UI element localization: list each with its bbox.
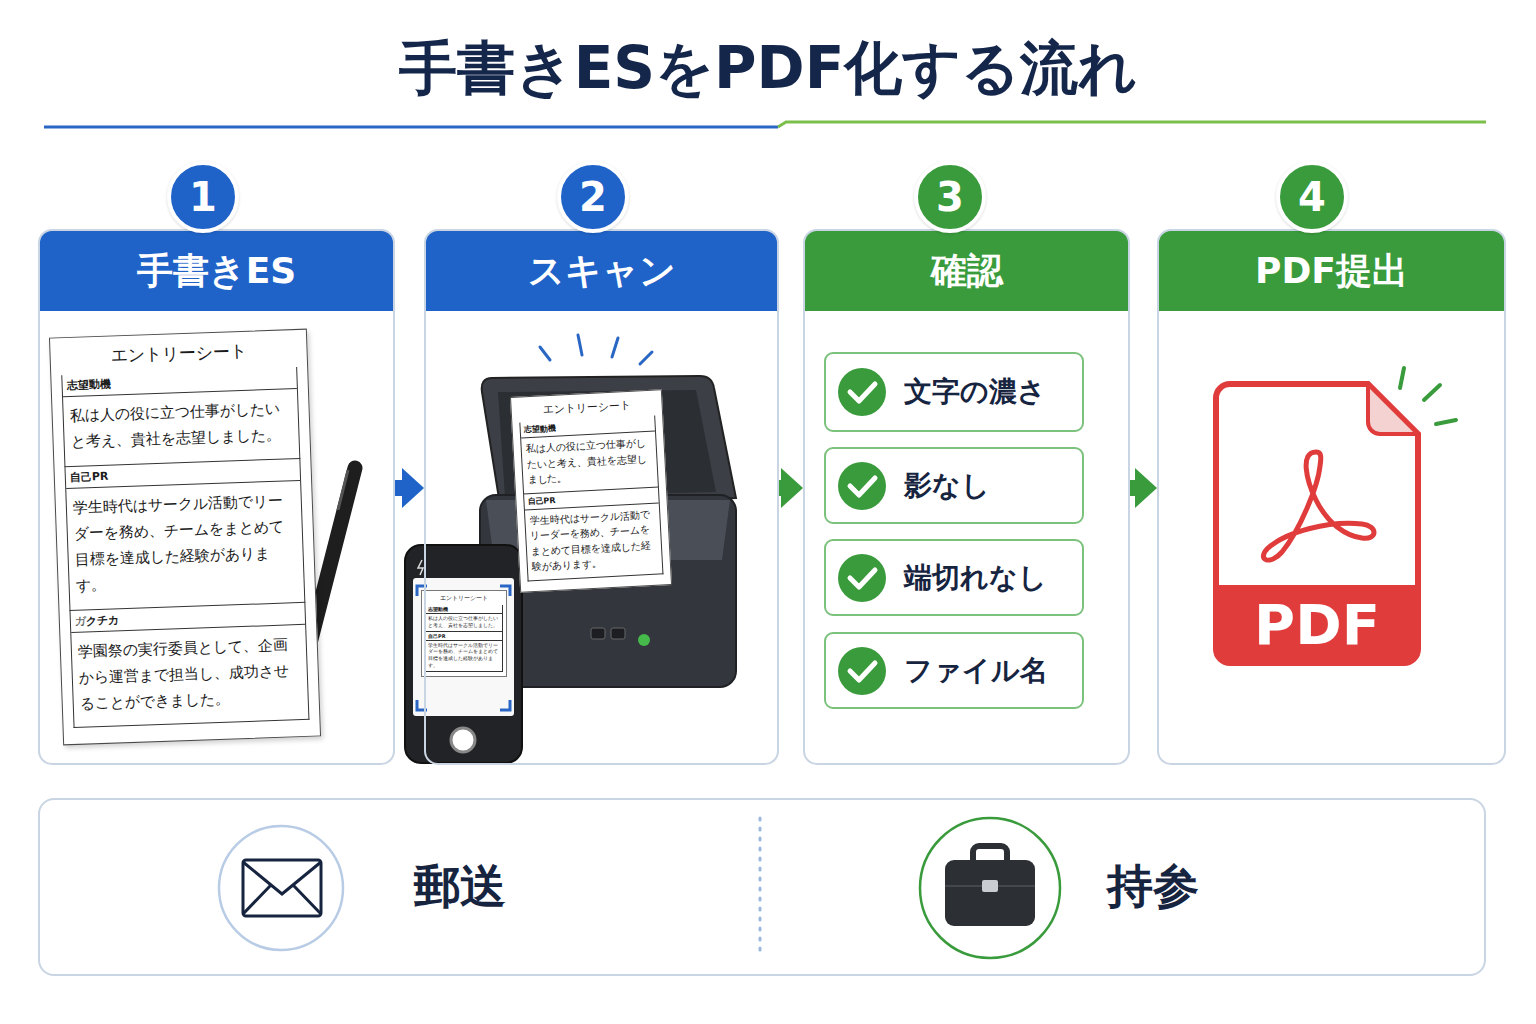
step-number: 2	[557, 161, 629, 233]
arrow-shaft	[395, 480, 402, 496]
step-heading: PDF提出	[1159, 231, 1504, 311]
step-number: 3	[914, 161, 986, 233]
flow-arrow	[779, 468, 803, 508]
diagram-title: 手書きESをPDF化する流れ	[0, 28, 1536, 108]
divider-line	[759, 818, 762, 958]
step-number: 1	[167, 161, 239, 233]
step-number-text: 2	[579, 177, 607, 217]
briefcase-icon	[920, 818, 1060, 958]
check-item: ファイル名	[824, 632, 1084, 709]
rule-blue	[44, 126, 778, 129]
delivery-label: 持参	[1107, 800, 1199, 974]
step-number-text: 4	[1298, 177, 1326, 217]
check-label: ファイル名	[904, 652, 1048, 690]
check-item: 文字の濃さ	[824, 352, 1084, 432]
step-column: 確認文字の濃さ影なし端切れなしファイル名	[803, 229, 1130, 765]
step-column: スキャン	[424, 229, 779, 765]
arrow-shaft	[779, 480, 781, 496]
step-heading: 手書きES	[40, 231, 393, 311]
arrow-head	[781, 468, 803, 508]
check-item: 端切れなし	[824, 539, 1084, 616]
check-label: 文字の濃さ	[904, 373, 1046, 411]
step-number-text: 3	[936, 177, 964, 217]
arrow-shaft	[1130, 480, 1135, 496]
step-heading: スキャン	[426, 231, 777, 311]
rule-green	[778, 122, 1486, 127]
flow-arrow	[1130, 468, 1157, 508]
mail-icon	[219, 826, 343, 950]
step-column: 手書きES	[38, 229, 395, 765]
check-label: 影なし	[904, 467, 990, 505]
arrow-head	[402, 468, 424, 508]
flow-arrow	[395, 468, 424, 508]
check-item: 影なし	[824, 447, 1084, 524]
step-heading: 確認	[805, 231, 1128, 311]
step-number: 4	[1276, 161, 1348, 233]
delivery-panel: 郵送 持参	[38, 798, 1486, 976]
delivery-label: 郵送	[414, 800, 506, 974]
step-column: PDF提出	[1157, 229, 1506, 765]
arrow-head	[1135, 468, 1157, 508]
check-label: 端切れなし	[904, 559, 1047, 597]
step-number-text: 1	[189, 177, 217, 217]
